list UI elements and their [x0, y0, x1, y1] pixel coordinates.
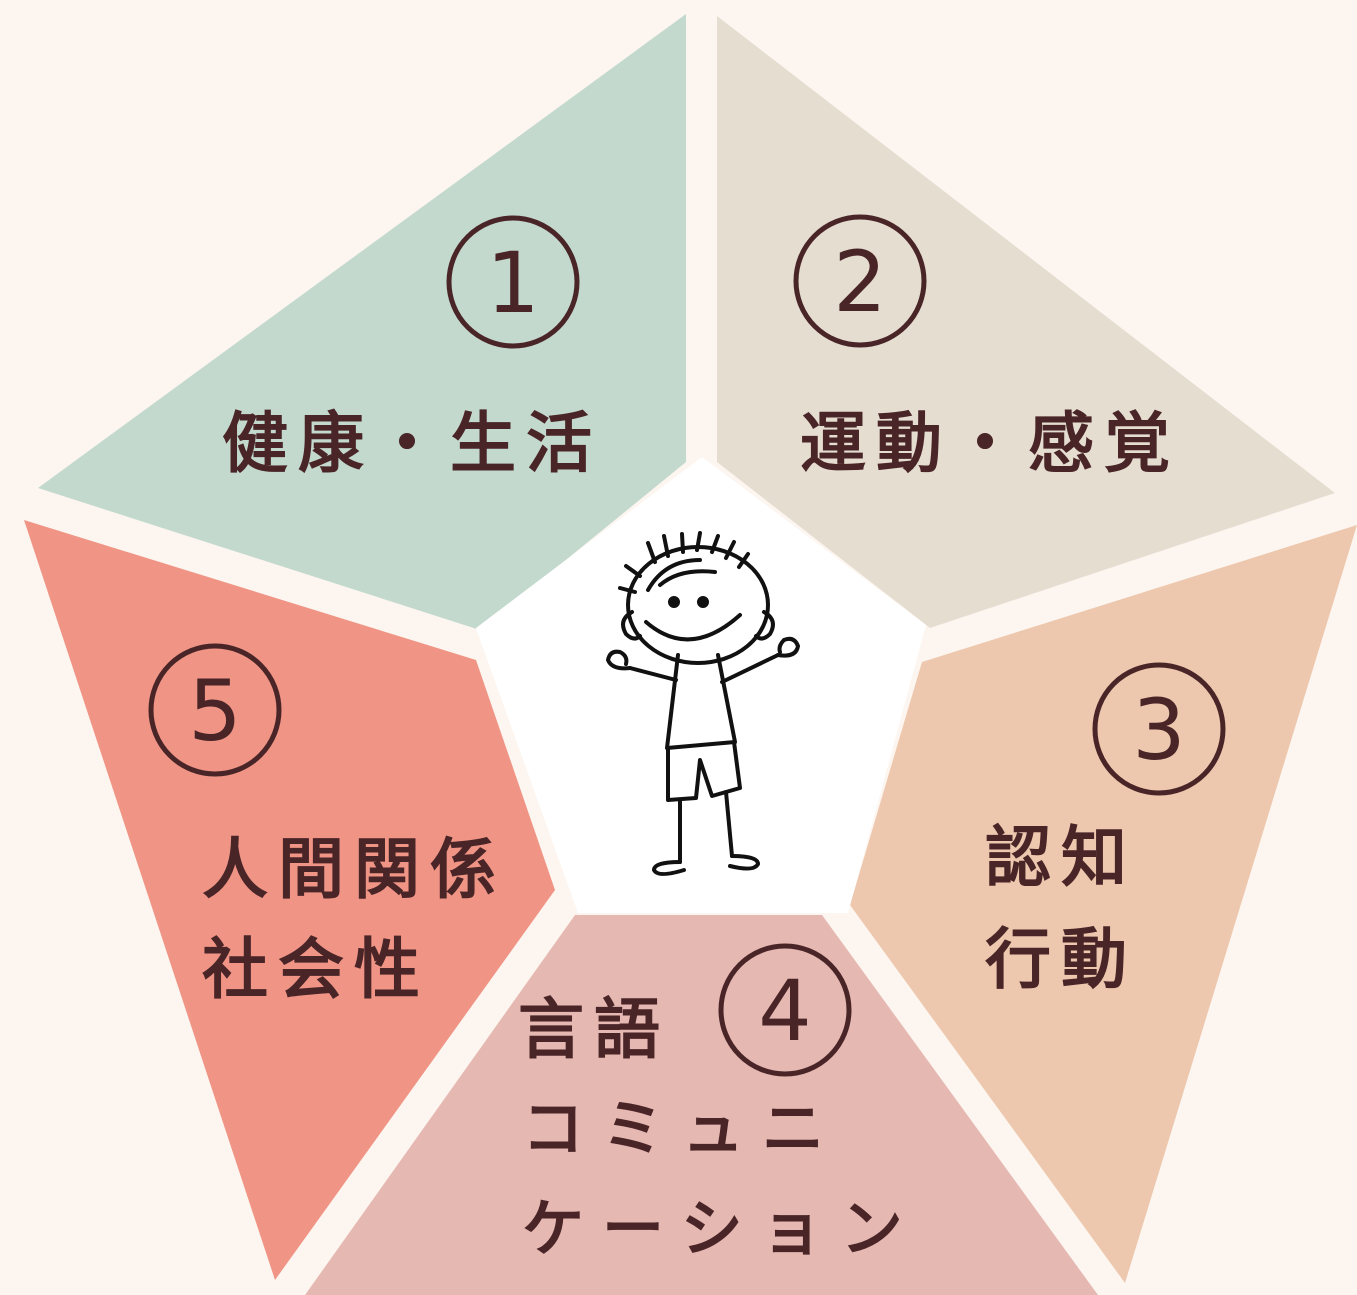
segment-1-shape — [38, 14, 686, 630]
segment-2-shape — [717, 16, 1335, 628]
segment-1-label: 健康・生活 — [222, 405, 602, 482]
segment-3-shape — [850, 525, 1357, 1283]
segment-3-number: 3 — [1132, 681, 1185, 779]
number-circle-1: 1 — [446, 215, 580, 349]
segment-4-label-line-1: 言語 — [518, 991, 670, 1068]
segment-5-number: 5 — [188, 662, 241, 760]
segment-3-label-line-2: 行動 — [985, 921, 1137, 998]
segment-5-label-line-2: 社会性 — [202, 931, 430, 1008]
number-circle-3: 3 — [1092, 662, 1226, 796]
center-pentagon — [476, 457, 926, 913]
number-circle-4: 4 — [718, 943, 852, 1077]
number-circle-5: 5 — [148, 643, 282, 777]
segment-5-label-line-1: 人間関係 — [202, 831, 506, 908]
number-circle-2: 2 — [793, 214, 927, 348]
segment-2-label: 運動・感覚 — [800, 405, 1180, 482]
segment-4-label-line-2: コミュニ — [522, 1092, 842, 1165]
stick-figure-child-icon — [606, 531, 800, 876]
segment-3-label-line-1: 認知 — [985, 819, 1137, 896]
segment-4-number: 4 — [758, 962, 811, 1060]
segment-4-shape — [305, 915, 1098, 1295]
segment-4-label-line-3: ケーション — [522, 1192, 921, 1265]
segment-5-shape — [24, 520, 555, 1280]
segment-1-number: 1 — [486, 234, 539, 332]
segment-2-number: 2 — [833, 233, 886, 331]
